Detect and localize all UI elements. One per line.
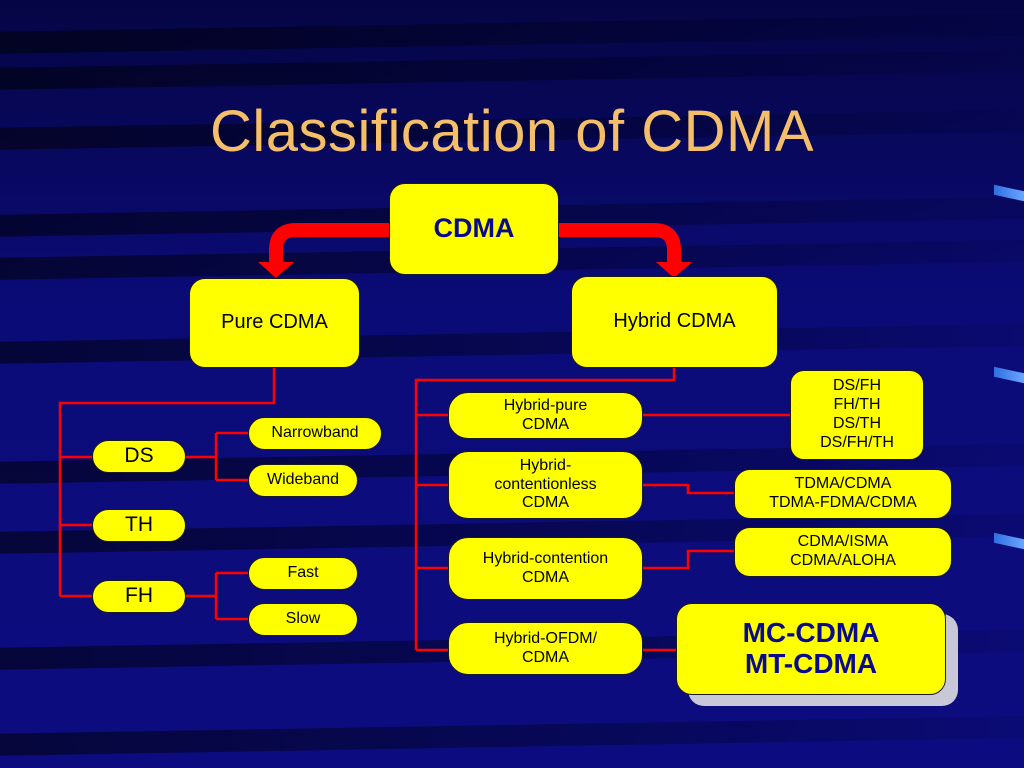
pure-cdma-node: Pure CDMA	[189, 278, 360, 368]
pure-tree-lines	[58, 367, 276, 621]
ds-node: DS	[92, 440, 186, 473]
arrowhead-pure-cdma	[258, 262, 294, 278]
hybrid-pure-examples-node: DS/FH FH/TH DS/TH DS/FH/TH	[790, 370, 924, 460]
slow-node: Slow	[248, 603, 358, 636]
mc-mt-cdma-node: MC-CDMA MT-CDMA	[676, 603, 946, 695]
hybrid-contentionless-examples-node: TDMA/CDMA TDMA-FDMA/CDMA	[734, 469, 952, 519]
hybrid-contention-cdma-node: Hybrid-contention CDMA	[448, 537, 643, 600]
arrow-to-hybrid-cdma	[558, 223, 681, 262]
cdma-root-node: CDMA	[389, 183, 559, 275]
hybrid-pure-cdma-node: Hybrid-pure CDMA	[448, 392, 643, 439]
hybrid-contention-examples-node: CDMA/ISMA CDMA/ALOHA	[734, 527, 952, 577]
arrow-to-pure-cdma	[269, 223, 392, 262]
fh-node: FH	[92, 580, 186, 613]
hybrid-cdma-node: Hybrid CDMA	[571, 276, 778, 368]
narrowband-node: Narrowband	[248, 417, 382, 450]
wideband-node: Wideband	[248, 464, 358, 497]
hybrid-tree-lines	[414, 367, 790, 652]
hybrid-ofdm-cdma-node: Hybrid-OFDM/ CDMA	[448, 622, 643, 675]
arrowhead-hybrid-cdma	[656, 262, 692, 278]
fast-node: Fast	[248, 557, 358, 590]
th-node: TH	[92, 509, 186, 542]
hybrid-contentionless-cdma-node: Hybrid- contentionless CDMA	[448, 451, 643, 519]
slide-title: Classification of CDMA	[209, 99, 815, 164]
